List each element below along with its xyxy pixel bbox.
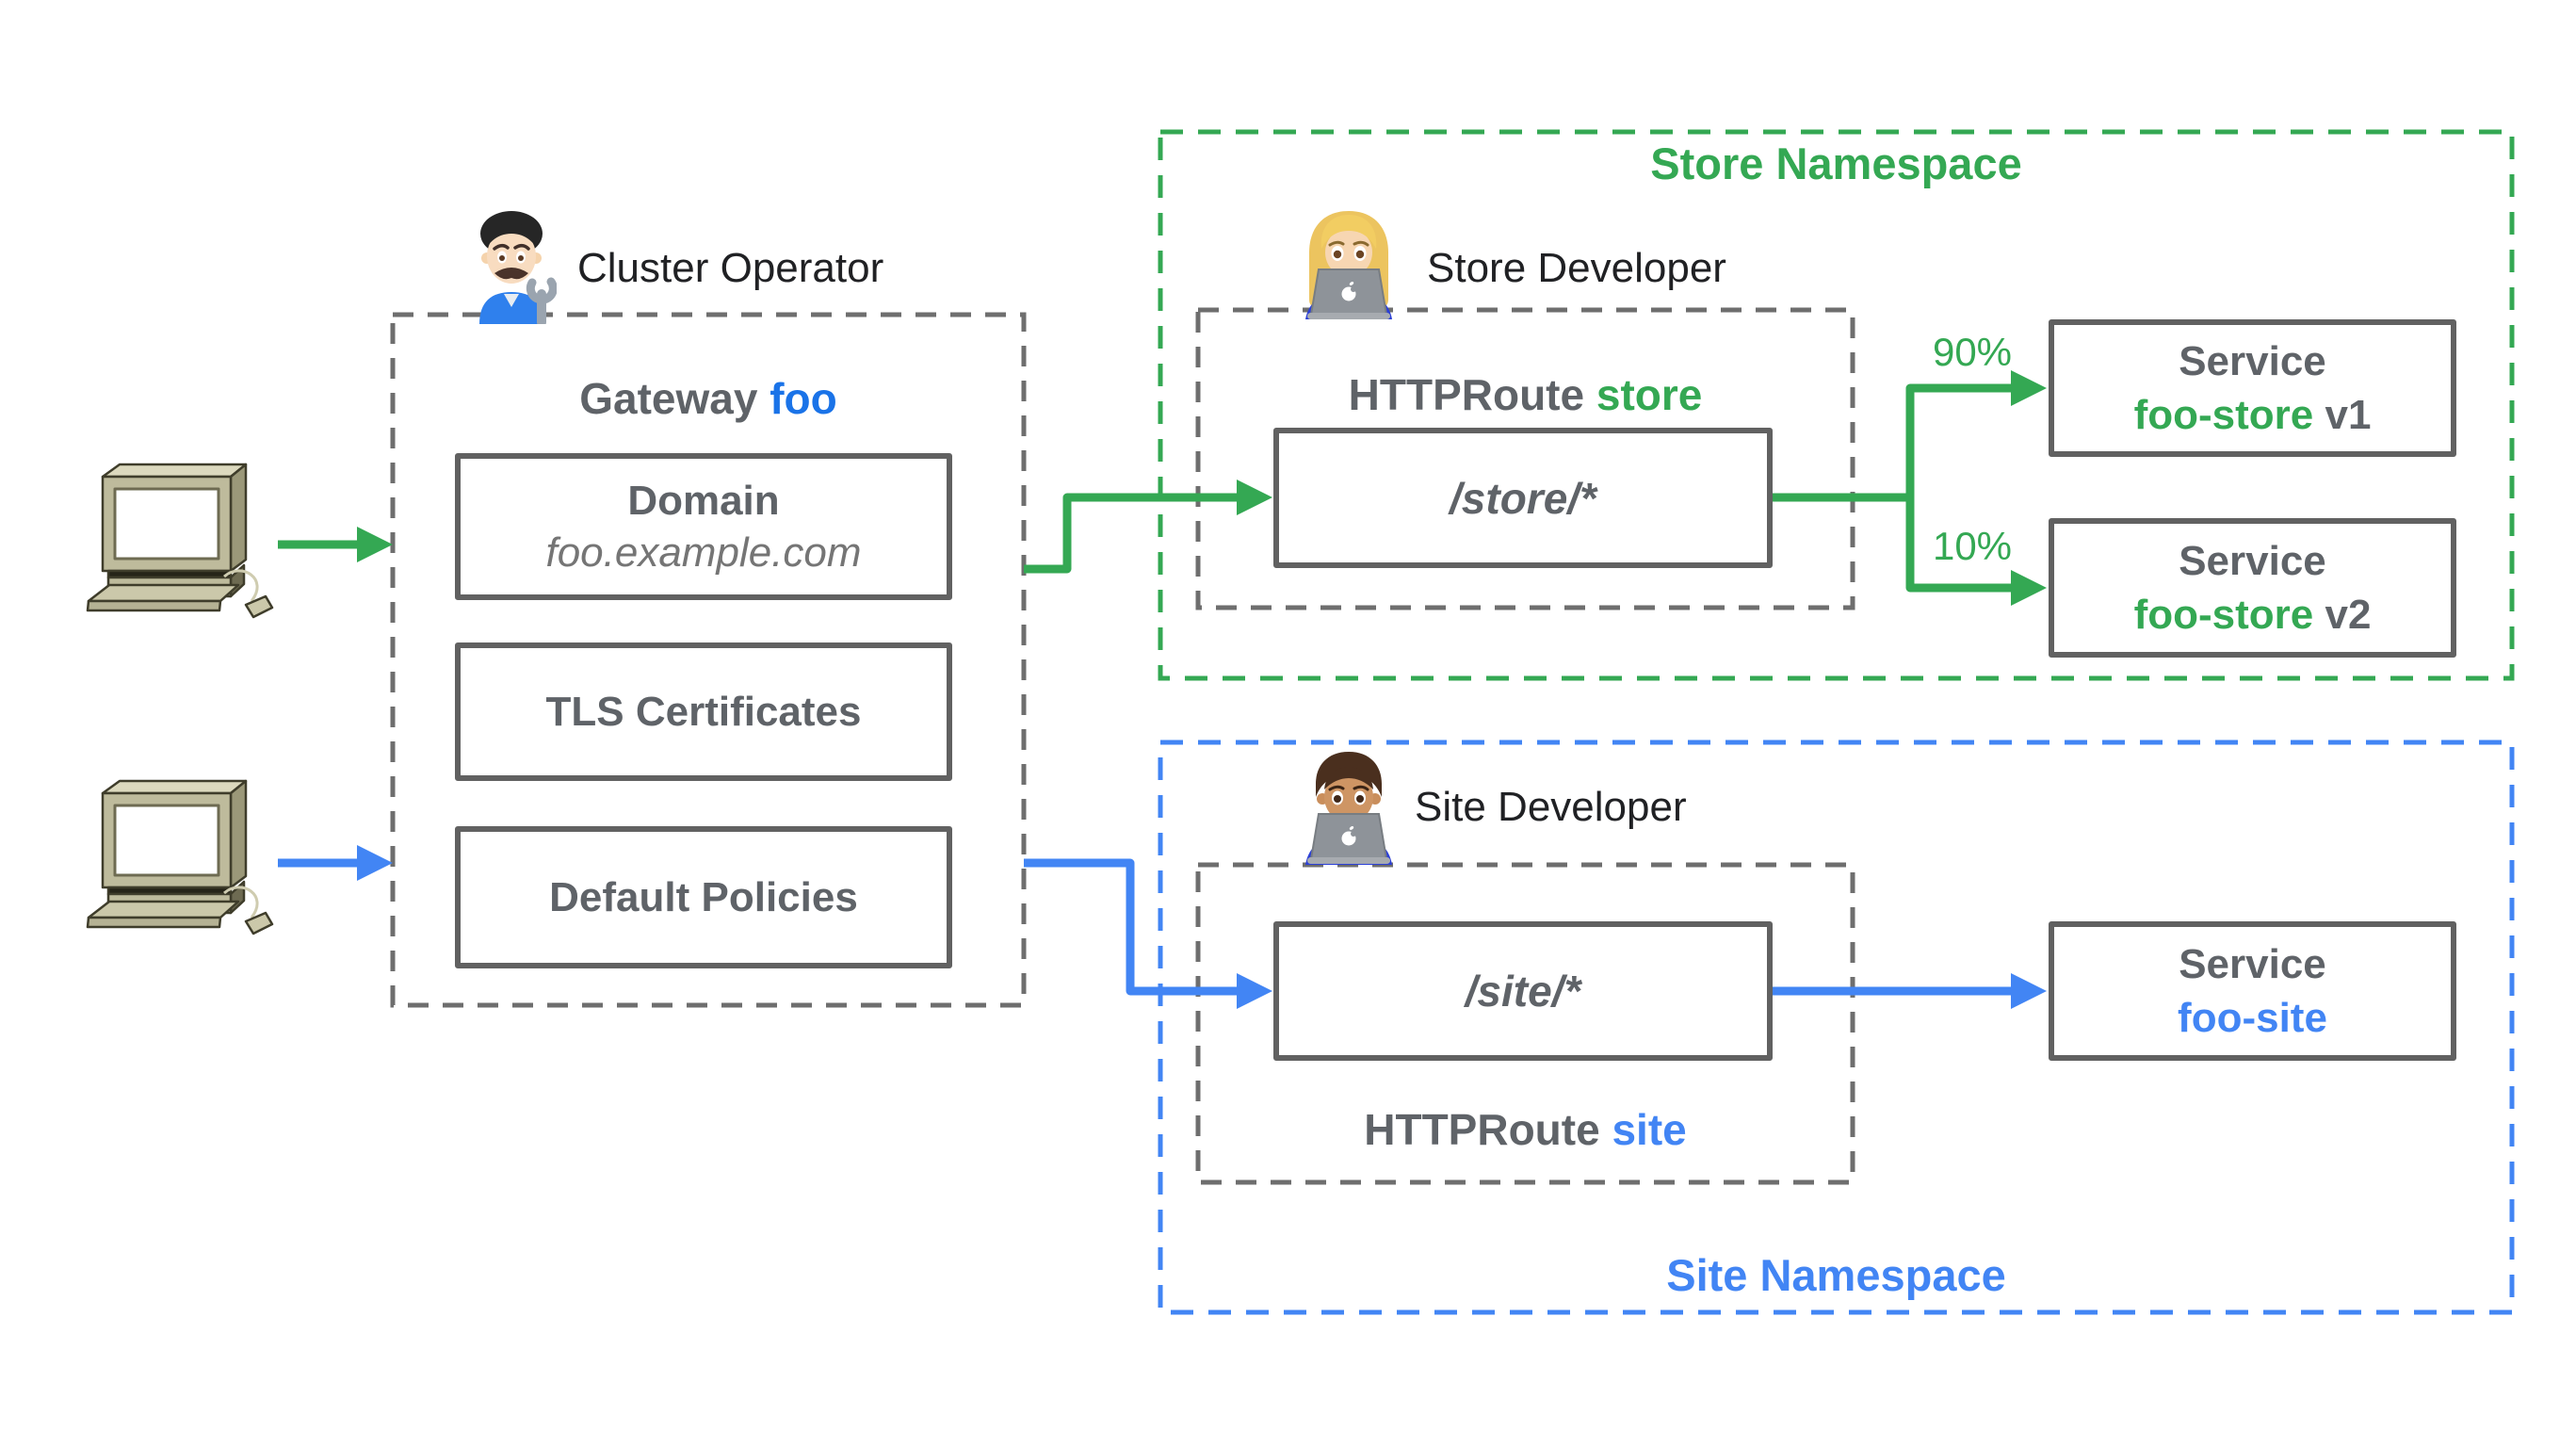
store-route-path-box: /store/* (1273, 428, 1773, 568)
split-90-arrowhead (2011, 370, 2047, 406)
store-namespace-label: Store Namespace (1650, 138, 2022, 188)
httproute-store-title: HTTPRoute store (1198, 369, 1853, 420)
gateway-to-site-route-line (1024, 858, 1239, 996)
httproute-site-prefix: HTTPRoute (1364, 1105, 1600, 1154)
gateway-to-store-route-arrowhead (1237, 480, 1272, 515)
cluster-operator-label: Cluster Operator (577, 245, 884, 291)
service-title: Service (2179, 940, 2326, 987)
store-namespace-dashed-box (1158, 129, 2515, 681)
cluster-operator-icon (479, 211, 557, 324)
gateway-title-prefix: Gateway (579, 374, 758, 423)
service-version: v2 (2325, 592, 2372, 638)
service-title: Service (2179, 537, 2326, 584)
httproute-site-name: site (1612, 1105, 1687, 1154)
store-developer-label: Store Developer (1427, 245, 1726, 291)
gateway-tls-box: TLS Certificates (455, 642, 952, 781)
httproute-store-name: store (1596, 370, 1703, 419)
client2-to-gateway-arrowhead (357, 845, 393, 881)
service-foo-site-box: Service foo-site (2049, 921, 2456, 1061)
httproute-site-title: HTTPRoute site (1198, 1104, 1853, 1155)
domain-box-title: Domain (627, 478, 780, 524)
service-name: foo-site (2178, 995, 2327, 1041)
service-version: v1 (2325, 392, 2372, 438)
store-developer-icon (1305, 211, 1392, 319)
split-10-arrowhead (2011, 570, 2047, 606)
site-developer-icon (1305, 752, 1392, 865)
gateway-title-name: foo (770, 374, 837, 423)
site-route-path-box: /site/* (1273, 921, 1773, 1061)
gateway-to-store-route-line (1024, 493, 1239, 574)
client1-to-gateway-arrowhead (357, 527, 393, 562)
gateway-title: Gateway foo (393, 373, 1024, 424)
split-10-label: 10% (1932, 524, 2013, 568)
service-name: foo-store (2133, 392, 2314, 438)
site-route-path: /site/* (1465, 967, 1581, 1016)
site-developer-label: Site Developer (1415, 784, 1687, 830)
policies-box-title: Default Policies (549, 874, 858, 920)
store-route-traffic-split-lines (1773, 383, 2014, 593)
site-route-to-service-arrowhead (2011, 973, 2047, 1009)
client-computer-icon (86, 779, 274, 935)
service-foo-store-v2-box: Service foo-store v2 (2049, 518, 2456, 658)
split-90-label: 90% (1932, 330, 2013, 374)
gateway-policies-box: Default Policies (455, 826, 952, 968)
client-computer-icon (86, 463, 274, 619)
service-name: foo-store (2133, 592, 2314, 638)
service-title: Service (2179, 337, 2326, 384)
service-foo-store-v1-box: Service foo-store v1 (2049, 319, 2456, 457)
httproute-site-dashed-box (1195, 862, 1855, 1185)
site-namespace-label: Site Namespace (1666, 1250, 2006, 1300)
httproute-store-dashed-box (1195, 307, 1855, 610)
site-namespace-dashed-box (1158, 740, 2515, 1315)
httproute-store-prefix: HTTPRoute (1348, 370, 1585, 419)
gateway-dashed-box (390, 312, 1027, 1008)
gateway-domain-box: Domain foo.example.com (455, 453, 952, 600)
tls-box-title: TLS Certificates (545, 689, 862, 735)
gateway-to-site-route-arrowhead (1237, 973, 1272, 1009)
domain-box-value: foo.example.com (545, 529, 862, 576)
store-route-path: /store/* (1450, 473, 1596, 523)
